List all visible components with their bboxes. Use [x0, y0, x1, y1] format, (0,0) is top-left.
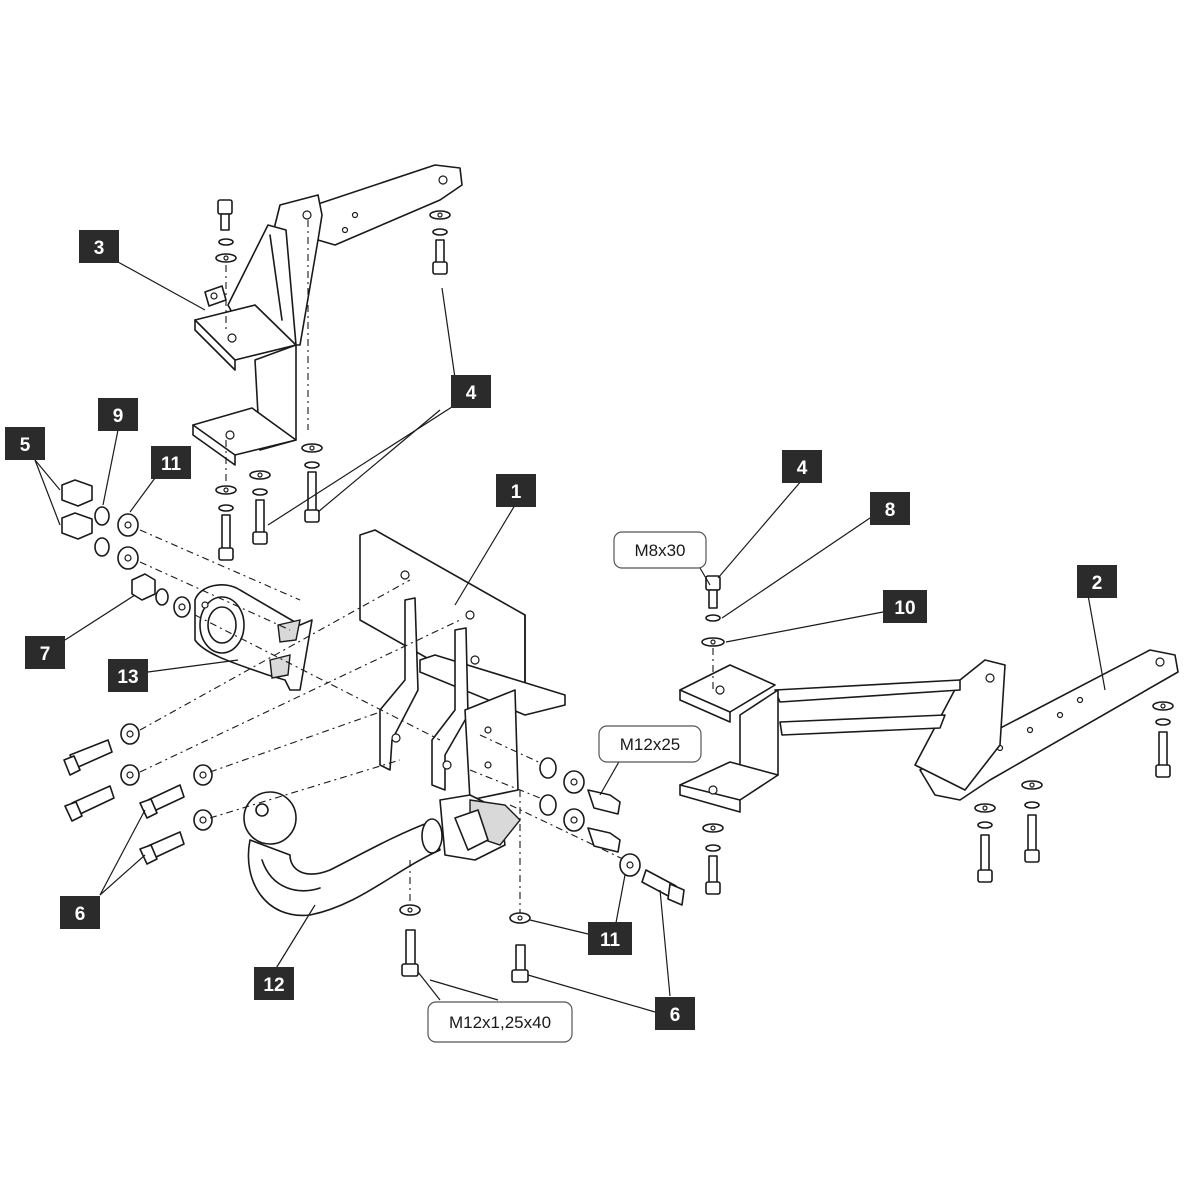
svg-text:2: 2 [1092, 573, 1103, 594]
center-right-bolts [469, 734, 685, 906]
leader-lines [34, 261, 1106, 1013]
callout-m12x25: M12x25 [598, 725, 702, 763]
tag-5: 5 [5, 427, 45, 460]
svg-text:8: 8 [885, 500, 896, 521]
tag-2: 2 [1077, 565, 1117, 598]
svg-text:4: 4 [797, 458, 808, 479]
svg-text:12: 12 [263, 975, 284, 996]
bottom-vertical-bolts [399, 790, 531, 983]
svg-text:5: 5 [20, 435, 31, 456]
tag-13: 13 [108, 659, 148, 692]
right-side-bracket [679, 649, 1179, 813]
tow-ball-neck [243, 791, 443, 917]
svg-text:1: 1 [511, 482, 522, 503]
tag-12: 12 [254, 967, 294, 1000]
center-crossbar [359, 529, 566, 861]
tag-6-low: 6 [655, 997, 695, 1030]
svg-text:4: 4 [466, 383, 477, 404]
callout-m8x30: M8x30 [613, 531, 707, 569]
svg-text:7: 7 [40, 644, 51, 665]
tag-11-left: 11 [151, 446, 191, 479]
svg-text:10: 10 [894, 598, 915, 619]
tag-4-right: 4 [782, 450, 822, 483]
part-number-tags: 3 4 5 9 11 1 7 13 [5, 230, 1117, 1030]
left-side-bracket [192, 164, 463, 466]
left-bracket-fasteners [215, 199, 451, 561]
tag-10: 10 [883, 590, 927, 623]
svg-text:6: 6 [75, 904, 86, 925]
svg-text:M12x1,25x40: M12x1,25x40 [449, 1013, 551, 1032]
tag-6-left: 6 [60, 896, 100, 929]
tag-7: 7 [25, 636, 65, 669]
tag-11-low: 11 [588, 922, 632, 955]
size-callouts: M8x30 M12x25 M12x1,25x40 [427, 531, 707, 1043]
tag-3: 3 [79, 230, 119, 263]
tag-9: 9 [98, 398, 138, 431]
left-hardware-stack [61, 479, 441, 741]
svg-text:13: 13 [117, 667, 138, 688]
svg-text:9: 9 [113, 406, 124, 427]
svg-text:3: 3 [94, 238, 105, 259]
left-lower-bolts [63, 579, 461, 865]
callout-m12x125x40: M12x1,25x40 [427, 1001, 573, 1043]
svg-text:M12x25: M12x25 [620, 735, 680, 754]
socket-plate [194, 584, 313, 691]
svg-text:11: 11 [161, 454, 182, 475]
svg-text:M8x30: M8x30 [634, 541, 685, 560]
tag-8: 8 [870, 492, 910, 525]
right-bracket-fasteners [701, 575, 1174, 895]
svg-text:6: 6 [670, 1005, 681, 1026]
svg-text:11: 11 [600, 930, 621, 951]
tag-1: 1 [496, 474, 536, 507]
tag-4-top: 4 [451, 375, 491, 408]
